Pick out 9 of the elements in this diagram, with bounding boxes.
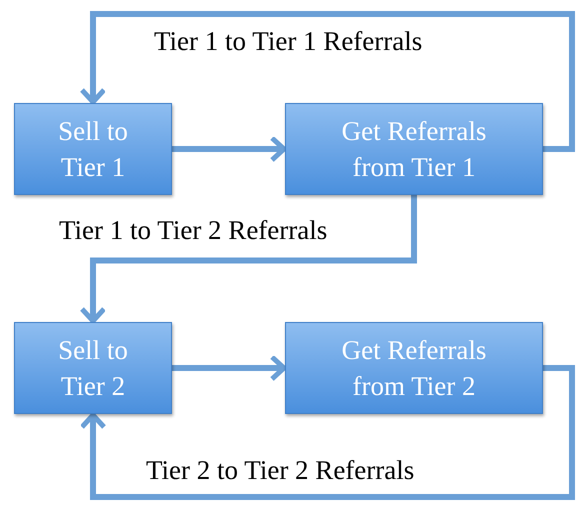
arrow [80,11,575,152]
process-box: Sell to Tier 1 [14,103,172,195]
process-box: Sell to Tier 2 [14,322,172,414]
arrow [80,195,417,324]
arrow [172,136,286,162]
process-box: Get Referrals from Tier 2 [285,322,543,414]
arrow [172,354,286,382]
process-box: Get Referrals from Tier 1 [285,103,543,195]
arrow [80,365,575,500]
